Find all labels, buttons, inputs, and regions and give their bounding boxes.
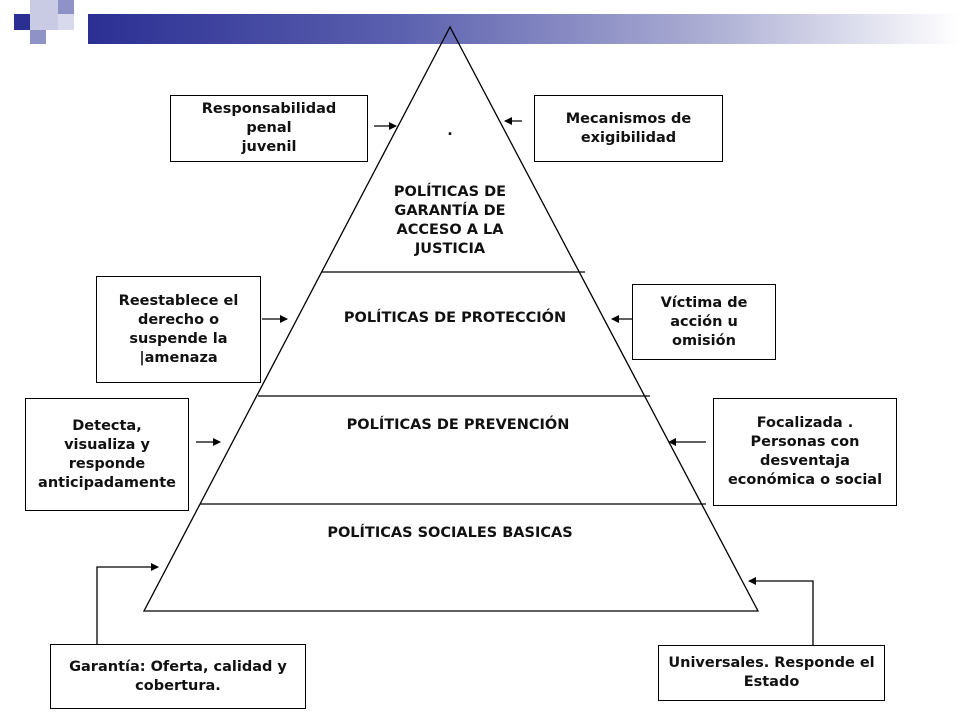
header-square-dark [14,14,30,30]
right-box-mecanismos: Mecanismos de exigibilidad [534,95,723,162]
right-box-mecanismos-text: Mecanismos de exigibilidad [565,110,692,146]
header-square-mid-2 [30,30,46,44]
right-box-victima-text: Víctima de acción u omisión [660,294,748,349]
left-box-responsabilidad: Responsabilidad penal juvenil [170,95,368,162]
header-square-light [30,0,58,30]
right-box-universales: Universales. Responde el Estado [658,645,885,701]
left-box-detecta-text: Detecta, visualiza y responde anticipada… [38,417,176,491]
right-box-victima: Víctima de acción u omisión [632,284,776,360]
apex-dot: . [447,123,453,139]
header-gradient-bar [88,14,960,44]
arrow-left-4 [96,563,159,645]
left-box-garantia: Garantía: Oferta, calidad y cobertura. [50,644,306,709]
left-box-reestablece-text: Reestablece el derecho o suspende la |am… [118,292,239,366]
level-label-proteccion: POLÍTICAS DE PROTECCIÓN [343,310,567,326]
left-box-responsabilidad-text: Responsabilidad penal juvenil [201,101,337,155]
level-label-prevencion: POLÍTICAS DE PREVENCIÓN [346,417,570,433]
left-box-detecta: Detecta, visualiza y responde anticipada… [25,398,189,511]
level-label-sociales: POLÍTICAS SOCIALES BASICAS [327,525,573,541]
header-square-mid [58,0,74,14]
right-box-focalizada-text: Focalizada . Personas con desventaja eco… [727,415,883,488]
arrow-right-4 [748,577,814,645]
left-box-reestablece: Reestablece el derecho o suspende la |am… [96,276,261,383]
left-box-garantia-text: Garantía: Oferta, calidad y cobertura. [69,658,287,694]
level-label-justicia: POLÍTICAS DE GARANTÍA DE ACCESO A LA JUS… [393,184,507,257]
right-box-focalizada: Focalizada . Personas con desventaja eco… [713,398,897,506]
header-square-light-2 [58,14,74,30]
pyramid-outline [142,25,760,612]
right-box-universales-text: Universales. Responde el Estado [668,655,875,690]
